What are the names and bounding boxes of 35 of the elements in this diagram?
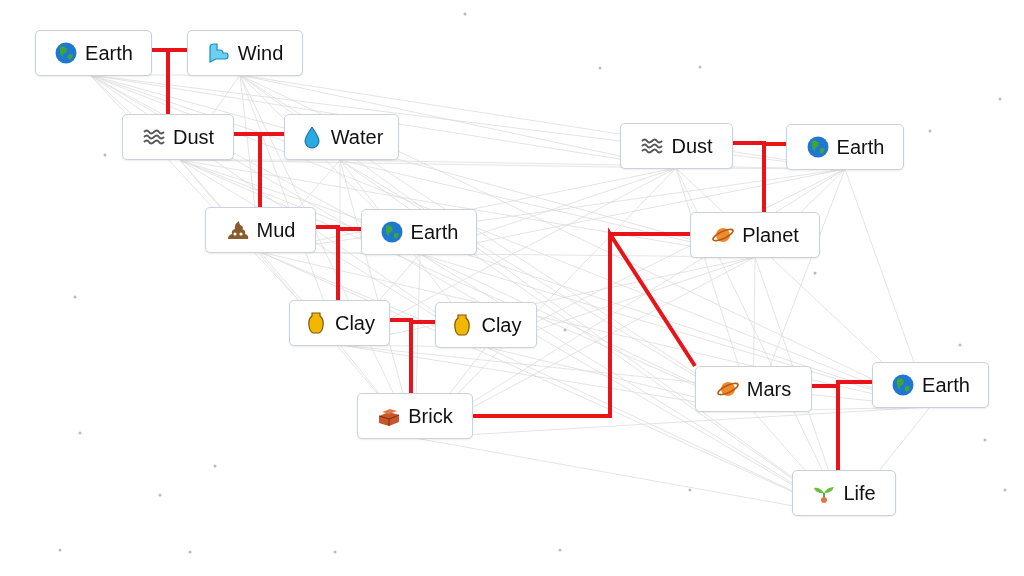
element-card [620,123,733,169]
element-label: Wind [237,41,284,65]
element-card [122,114,234,160]
connector-line [762,142,786,212]
connector-line [258,132,284,207]
element-label: Clay [481,313,522,337]
element-card [435,302,537,348]
element-card [872,362,989,408]
connector-line [409,320,435,393]
element-label: Planet [742,223,799,247]
element-label: Water [330,125,384,149]
connector-line [336,227,361,300]
element-card [284,114,399,160]
element-label: Earth [836,135,885,159]
element-label: Clay [335,311,375,335]
element-label: Dust [172,125,215,149]
element-label: Mud [256,218,296,242]
element-card [289,300,390,346]
element-card [35,30,152,76]
element-card [205,207,316,253]
element-card [786,124,904,170]
element-label: Mars [746,377,792,401]
element-card [361,209,477,255]
element-card [695,366,812,412]
element-label: Dust [671,134,713,158]
connector-line [166,48,187,114]
element-card [357,393,473,439]
element-label: Brick [408,404,453,428]
element-label: Life [843,481,876,505]
element-card [690,212,820,258]
element-label: Earth [410,220,459,244]
element-label: Earth [85,41,133,65]
element-label: Earth [922,373,970,397]
element-card [792,470,896,516]
element-card [187,30,303,76]
